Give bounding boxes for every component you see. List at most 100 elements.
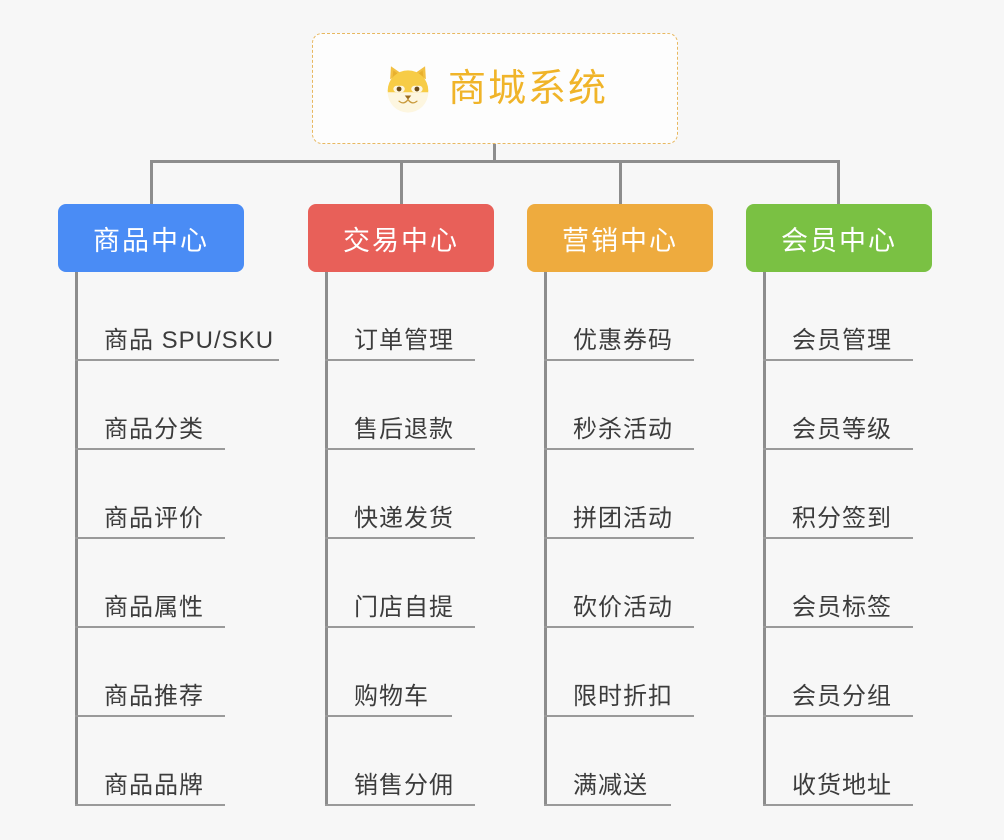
leaf-item[interactable]: 会员管理 — [746, 272, 966, 361]
leaf-underline — [75, 448, 225, 450]
leaf-item[interactable]: 砍价活动 — [527, 539, 747, 628]
branch-column-1: 商品中心 商品 SPU/SKU 商品分类 商品评价 商品属性 商品推荐 — [58, 204, 308, 806]
root-node-title: 商城系统 — [447, 67, 608, 110]
leaf-label: 优惠券码 — [573, 327, 673, 354]
leaf-label: 砍价活动 — [573, 594, 673, 621]
leaf-underline — [544, 448, 694, 450]
leaf-underline — [325, 537, 475, 539]
leaf-item[interactable]: 购物车 — [308, 628, 528, 717]
leaf-label: 会员分组 — [792, 683, 892, 710]
connector-horizontal-bus — [150, 160, 840, 163]
leaf-underline — [75, 626, 225, 628]
leaf-label: 满减送 — [573, 772, 648, 799]
leaf-item[interactable]: 会员等级 — [746, 361, 966, 450]
leaf-label: 售后退款 — [354, 416, 454, 443]
leaf-item[interactable]: 商品 SPU/SKU — [58, 272, 308, 361]
leaf-list-1: 商品 SPU/SKU 商品分类 商品评价 商品属性 商品推荐 商品品牌 — [58, 272, 308, 806]
leaf-underline — [75, 715, 225, 717]
branch-header-label: 交易中心 — [343, 225, 459, 256]
leaf-label: 快递发货 — [354, 505, 454, 532]
branch-header-label: 商品中心 — [93, 225, 209, 256]
leaf-underline — [763, 359, 913, 361]
leaf-underline — [325, 626, 475, 628]
leaf-label: 收货地址 — [792, 772, 892, 799]
leaf-label: 商品 SPU/SKU — [104, 327, 275, 354]
leaf-label: 购物车 — [354, 683, 429, 710]
connector-drop-2 — [400, 160, 403, 206]
leaf-underline — [763, 448, 913, 450]
leaf-label: 商品属性 — [104, 594, 204, 621]
leaf-label: 秒杀活动 — [573, 416, 673, 443]
branch-header-3[interactable]: 营销中心 — [527, 204, 713, 272]
leaf-underline — [544, 359, 694, 361]
leaf-item[interactable]: 满减送 — [527, 717, 747, 806]
leaf-label: 订单管理 — [354, 327, 454, 354]
leaf-item[interactable]: 限时折扣 — [527, 628, 747, 717]
branch-trunk-4 — [763, 272, 766, 806]
connector-drop-4 — [837, 160, 840, 206]
leaf-underline — [325, 804, 475, 806]
leaf-underline — [75, 537, 225, 539]
leaf-item[interactable]: 会员分组 — [746, 628, 966, 717]
branch-trunk-3 — [544, 272, 547, 806]
branch-header-2[interactable]: 交易中心 — [308, 204, 494, 272]
leaf-label: 商品评价 — [104, 505, 204, 532]
branch-header-label: 营销中心 — [562, 225, 678, 256]
leaf-label: 积分签到 — [792, 505, 892, 532]
leaf-underline — [325, 448, 475, 450]
leaf-label: 商品分类 — [104, 416, 204, 443]
leaf-list-4: 会员管理 会员等级 积分签到 会员标签 会员分组 收货地址 — [746, 272, 966, 806]
leaf-item[interactable]: 会员标签 — [746, 539, 966, 628]
leaf-item[interactable]: 优惠券码 — [527, 272, 747, 361]
leaf-underline — [763, 715, 913, 717]
leaf-label: 会员等级 — [792, 416, 892, 443]
leaf-item[interactable]: 商品分类 — [58, 361, 308, 450]
leaf-item[interactable]: 订单管理 — [308, 272, 528, 361]
leaf-label: 商品品牌 — [104, 772, 204, 799]
leaf-underline — [325, 715, 452, 717]
leaf-list-3: 优惠券码 秒杀活动 拼团活动 砍价活动 限时折扣 满减送 — [527, 272, 747, 806]
leaf-label: 会员标签 — [792, 594, 892, 621]
leaf-underline — [544, 804, 671, 806]
branch-column-2: 交易中心 订单管理 售后退款 快递发货 门店自提 购物车 — [308, 204, 528, 806]
branch-header-1[interactable]: 商品中心 — [58, 204, 244, 272]
leaf-list-2: 订单管理 售后退款 快递发货 门店自提 购物车 销售分佣 — [308, 272, 528, 806]
leaf-label: 商品推荐 — [104, 683, 204, 710]
leaf-label: 销售分佣 — [354, 772, 454, 799]
leaf-item[interactable]: 拼团活动 — [527, 450, 747, 539]
branch-header-4[interactable]: 会员中心 — [746, 204, 932, 272]
leaf-underline — [763, 626, 913, 628]
connector-drop-1 — [150, 160, 153, 206]
connector-root-stub — [493, 144, 496, 162]
leaf-underline — [763, 537, 913, 539]
leaf-item[interactable]: 快递发货 — [308, 450, 528, 539]
leaf-item[interactable]: 秒杀活动 — [527, 361, 747, 450]
leaf-item[interactable]: 商品评价 — [58, 450, 308, 539]
leaf-item[interactable]: 售后退款 — [308, 361, 528, 450]
branch-header-label: 会员中心 — [781, 225, 897, 256]
leaf-underline — [544, 626, 694, 628]
leaf-label: 拼团活动 — [573, 505, 673, 532]
leaf-item[interactable]: 商品品牌 — [58, 717, 308, 806]
branch-column-3: 营销中心 优惠券码 秒杀活动 拼团活动 砍价活动 限时折扣 — [527, 204, 747, 806]
leaf-item[interactable]: 积分签到 — [746, 450, 966, 539]
leaf-item[interactable]: 销售分佣 — [308, 717, 528, 806]
branch-trunk-2 — [325, 272, 328, 806]
leaf-item[interactable]: 商品属性 — [58, 539, 308, 628]
leaf-label: 限时折扣 — [573, 683, 673, 710]
connector-drop-3 — [619, 160, 622, 206]
root-node-mall-system[interactable]: 商城系统 — [312, 33, 678, 144]
shiba-dog-face-icon — [382, 63, 434, 115]
leaf-label: 会员管理 — [792, 327, 892, 354]
leaf-underline — [544, 715, 694, 717]
leaf-item[interactable]: 商品推荐 — [58, 628, 308, 717]
leaf-underline — [763, 804, 913, 806]
branch-column-4: 会员中心 会员管理 会员等级 积分签到 会员标签 会员分组 — [746, 204, 966, 806]
leaf-underline — [75, 804, 225, 806]
leaf-label: 门店自提 — [354, 594, 454, 621]
leaf-underline — [325, 359, 475, 361]
leaf-item[interactable]: 收货地址 — [746, 717, 966, 806]
leaf-item[interactable]: 门店自提 — [308, 539, 528, 628]
branch-trunk-1 — [75, 272, 78, 806]
